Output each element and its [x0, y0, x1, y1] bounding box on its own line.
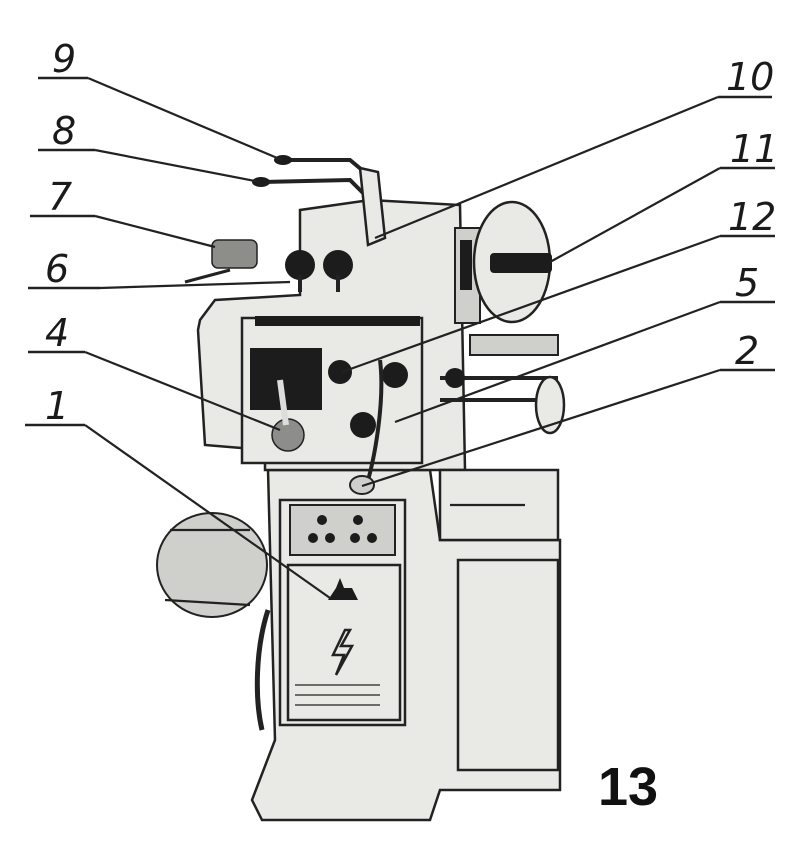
- gearbox-window: [250, 348, 322, 410]
- knob-6-left: [285, 250, 315, 280]
- callout-2: 2: [735, 329, 759, 373]
- callout-11: 11: [730, 127, 778, 171]
- carriage: [469, 334, 559, 356]
- callout-labels: 9 8 7 6 4 1 10 11 12 5 2: [45, 37, 778, 428]
- callout-6: 6: [45, 247, 69, 291]
- callout-7: 7: [48, 175, 72, 219]
- figure-number: 13: [598, 757, 658, 817]
- callout-10: 10: [726, 55, 774, 99]
- shift-lever-7: [211, 239, 258, 269]
- lever-8: [261, 177, 367, 197]
- handwheel: [534, 375, 566, 435]
- callout-1: 1: [45, 384, 69, 428]
- callout-12: 12: [728, 195, 776, 239]
- cabinet-door: [456, 558, 560, 772]
- callout-4: 4: [45, 311, 69, 355]
- callout-9: 9: [52, 37, 76, 81]
- chuck-jaw: [490, 253, 552, 273]
- motor: [156, 512, 268, 618]
- lathe-illustration: [156, 155, 566, 822]
- callout-8: 8: [52, 109, 76, 153]
- warning-symbol: [328, 578, 358, 600]
- knob-6-right: [323, 250, 353, 280]
- lightning-bolt-icon: [331, 628, 355, 676]
- lever-9: [285, 158, 370, 177]
- leader-lines: [25, 76, 775, 599]
- button-panel: [289, 504, 396, 556]
- callout-5: 5: [735, 261, 759, 305]
